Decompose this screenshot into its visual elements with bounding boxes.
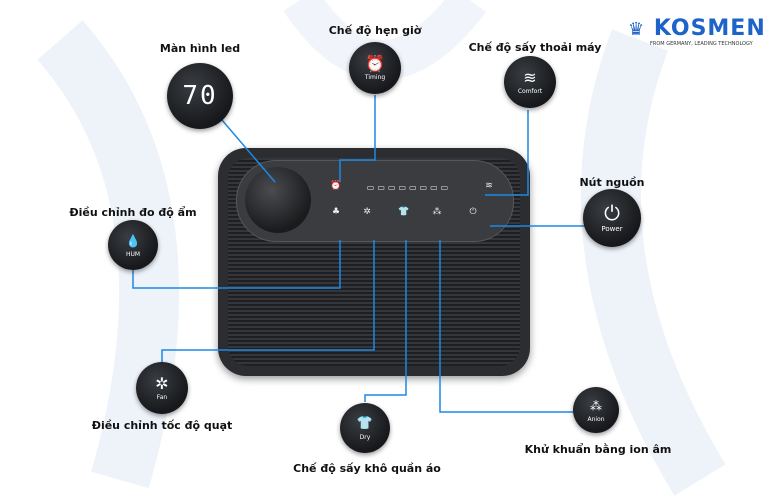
panel-fan-icon: ✲ xyxy=(363,207,371,217)
waves-icon: ≋ xyxy=(523,67,537,87)
fan-title: Điều chỉnh tốc độ quạt xyxy=(91,419,233,432)
hum-button[interactable]: 💧HUM xyxy=(108,220,158,270)
device-display xyxy=(245,167,311,233)
panel-indicator-icons: ▭▭▭▭▭▭▭▭ xyxy=(366,183,452,192)
led-display: 70 xyxy=(167,63,233,129)
display-title: Màn hình led xyxy=(159,42,241,55)
alarm-clock-icon: ⏰ xyxy=(365,53,385,73)
dry-title: Chế độ sấy khô quần áo xyxy=(293,462,441,475)
comfort-title: Chế độ sấy thoải máy xyxy=(468,41,602,54)
anion-button[interactable]: ⁂Anion xyxy=(573,387,619,433)
droplets-icon: 💧 xyxy=(125,233,141,248)
dry-button[interactable]: 👕Dry xyxy=(340,403,390,453)
power-button[interactable]: ⏻Power xyxy=(583,189,641,247)
panel-anion-icon: ⁂ xyxy=(432,207,442,217)
shirt-icon: 👕 xyxy=(356,415,374,431)
anion-icon: ⁂ xyxy=(590,398,602,413)
fan-button[interactable]: ✲Fan xyxy=(136,362,188,414)
control-panel: ⏰ ▭▭▭▭▭▭▭▭ ≋ ♣ ✲ 👕 ⁂ ⏻ xyxy=(236,160,514,242)
timing-button[interactable]: ⏰Timing xyxy=(349,42,401,94)
anion-title: Khử khuẩn bằng ion âm xyxy=(524,443,672,456)
panel-power-icon: ⏻ xyxy=(469,207,477,217)
panel-timing-icon: ⏰ xyxy=(330,181,342,191)
timing-title: Chế độ hẹn giờ xyxy=(328,24,422,37)
brand-logo: ♛ KOSMEN FROM GERMANY, LEADING TECHNOLOG… xyxy=(628,16,766,47)
hum-title: Điều chỉnh đo độ ẩm xyxy=(69,206,197,219)
panel-comfort-icon: ≋ xyxy=(485,181,493,191)
panel-hum-icon: ♣ xyxy=(331,207,341,217)
panel-dry-icon: 👕 xyxy=(398,207,410,217)
fan-icon: ✲ xyxy=(155,373,169,393)
comfort-button[interactable]: ≋Comfort xyxy=(504,56,556,108)
power-icon: ⏻ xyxy=(604,201,620,225)
power-title: Nút nguồn xyxy=(579,176,645,189)
